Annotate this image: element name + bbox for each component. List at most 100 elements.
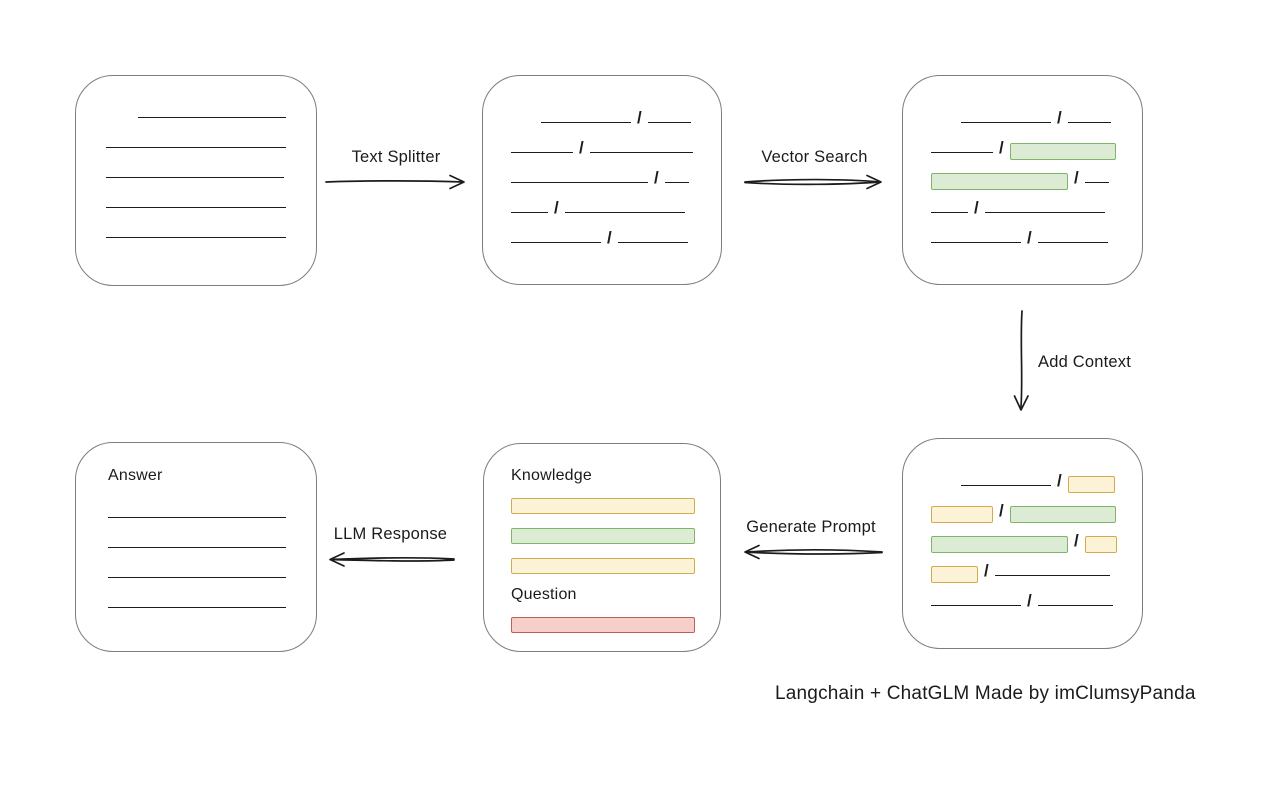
- text-line: [617, 242, 688, 243]
- text-line: [994, 575, 1110, 576]
- text-line: [1037, 242, 1108, 243]
- chunk-row: /: [931, 552, 1142, 583]
- highlight-yellow-bar: [931, 566, 978, 583]
- prompt-content: Knowledge Question: [484, 444, 720, 633]
- question-heading: Question: [511, 586, 577, 603]
- text-splitter-arrow: Text Splitter: [322, 146, 470, 192]
- slash-separator: /: [654, 168, 659, 187]
- text-line: [108, 577, 286, 578]
- text-line: [511, 152, 573, 153]
- chunk-row: /: [931, 129, 1142, 160]
- text-line: [1084, 182, 1109, 183]
- chunk-row: /: [511, 189, 721, 219]
- text-line: [1037, 605, 1113, 606]
- slash-separator: /: [999, 501, 1004, 520]
- yellow-prompt-bar: [511, 498, 695, 514]
- answer-content: Answer: [76, 443, 316, 614]
- text-line: [984, 212, 1105, 213]
- answer-lines: [108, 494, 316, 614]
- red-prompt-bar: [511, 617, 695, 633]
- slash-separator: /: [579, 138, 584, 157]
- right-arrow-icon: [744, 174, 882, 190]
- down-arrow-icon: [1013, 310, 1029, 411]
- text-line: [106, 207, 286, 208]
- chunk-row: [106, 154, 316, 184]
- generate-prompt-arrow: Generate Prompt: [735, 516, 887, 562]
- text-line: [589, 152, 693, 153]
- text-line: [961, 122, 1051, 123]
- diagram-caption: Langchain + ChatGLM Made by imClumsyPand…: [775, 683, 1196, 704]
- text-line: [931, 605, 1021, 606]
- question-bars: [511, 617, 695, 633]
- text-line: [931, 212, 968, 213]
- slash-separator: /: [1074, 168, 1079, 187]
- slash-separator: /: [554, 198, 559, 217]
- text-line: [106, 177, 284, 178]
- slash-separator: /: [1057, 108, 1062, 127]
- slash-separator: /: [984, 561, 989, 580]
- highlight-green-bar: [931, 536, 1068, 553]
- chunk-row: [108, 584, 316, 614]
- chunk-lines-context: / / / / /: [903, 439, 1142, 612]
- text-line: [511, 182, 648, 183]
- text-line: [511, 212, 548, 213]
- left-arrow-icon: [329, 552, 455, 567]
- highlight-yellow-bar: [1067, 476, 1115, 493]
- text-line: [108, 607, 286, 608]
- highlight-green-bar: [1009, 143, 1116, 160]
- chunk-row: /: [931, 522, 1142, 553]
- text-line: [106, 237, 286, 238]
- split-chunks-box: / / / / /: [482, 75, 722, 285]
- chunk-row: /: [511, 219, 721, 249]
- text-line: [511, 242, 601, 243]
- slash-separator: /: [637, 108, 642, 127]
- chunk-row: [106, 214, 316, 244]
- chunk-row: /: [931, 492, 1142, 523]
- knowledge-bars: [511, 498, 695, 574]
- highlight-green-bar: [931, 173, 1068, 190]
- slash-separator: /: [1057, 471, 1062, 490]
- slash-separator: /: [974, 198, 979, 217]
- add-context-label: Add Context: [1038, 353, 1132, 371]
- highlight-green-bar: [1009, 506, 1116, 523]
- vector-search-label: Vector Search: [761, 148, 868, 166]
- text-line: [1067, 122, 1111, 123]
- chunk-row: [108, 554, 316, 584]
- vector-matches-box: / / / / /: [902, 75, 1143, 285]
- yellow-prompt-bar: [511, 558, 695, 574]
- text-line: [108, 517, 286, 518]
- slash-separator: /: [999, 138, 1004, 157]
- knowledge-heading: Knowledge: [511, 467, 592, 484]
- text-line: [961, 485, 1051, 486]
- chunk-row: /: [511, 159, 721, 189]
- chunk-row: [106, 94, 316, 124]
- text-line: [931, 152, 993, 153]
- vector-search-arrow: Vector Search: [741, 146, 888, 192]
- slash-separator: /: [1027, 228, 1032, 247]
- highlight-yellow-bar: [1084, 536, 1117, 553]
- right-arrow-icon: [325, 174, 465, 190]
- slash-separator: /: [1074, 531, 1079, 550]
- chunk-row: [106, 124, 316, 154]
- chunk-row: /: [931, 159, 1142, 190]
- slash-separator: /: [1027, 591, 1032, 610]
- text-line: [138, 117, 286, 118]
- text-line: [564, 212, 685, 213]
- chunk-row: /: [931, 582, 1142, 612]
- answer-box: Answer: [75, 442, 317, 652]
- llm-response-arrow: LLM Response: [322, 523, 459, 569]
- answer-heading: Answer: [108, 467, 163, 484]
- generate-prompt-label: Generate Prompt: [746, 518, 876, 536]
- chunk-row: /: [511, 99, 721, 129]
- document-lines: [76, 76, 316, 244]
- chunk-row: [108, 494, 316, 524]
- chunk-lines: / / / / /: [483, 76, 721, 249]
- chunk-row: /: [511, 129, 721, 159]
- text-splitter-label: Text Splitter: [351, 148, 441, 166]
- chunk-row: [108, 524, 316, 554]
- add-context-arrow: Add Context: [1008, 307, 1158, 419]
- left-arrow-icon: [744, 544, 883, 560]
- chunk-row: [106, 184, 316, 214]
- source-document-box: [75, 75, 317, 286]
- chunk-row: /: [931, 219, 1142, 249]
